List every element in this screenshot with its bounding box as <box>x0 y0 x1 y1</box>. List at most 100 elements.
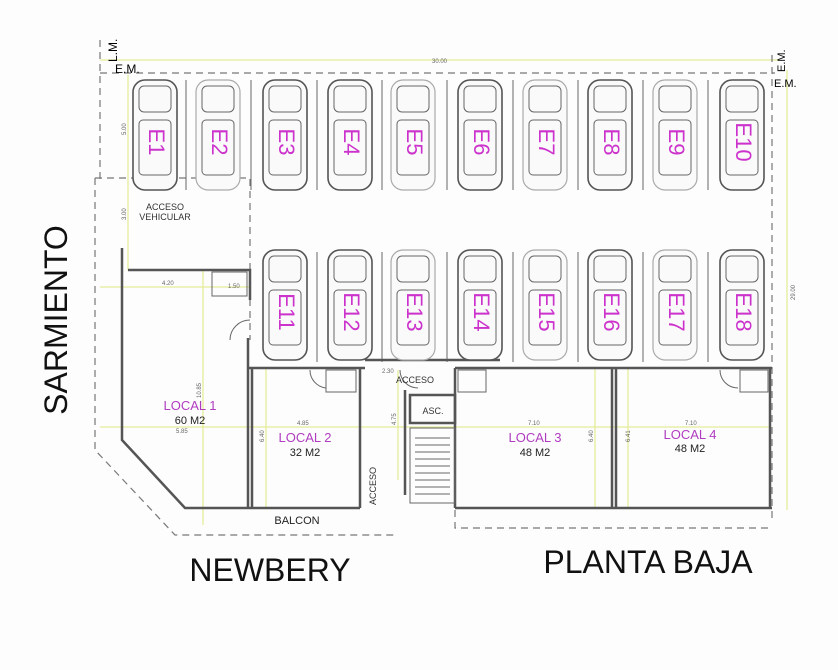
parking-space-label: E15 <box>534 292 559 331</box>
car-icon <box>132 79 178 191</box>
sidewalk-outline <box>94 178 395 536</box>
parking-space: E12 <box>327 249 373 361</box>
car-hood <box>528 85 562 113</box>
car-roof <box>463 119 497 176</box>
bathroom-local-1 <box>211 271 248 297</box>
local-3-area: 48 M2 <box>520 447 551 459</box>
car-hood <box>528 255 562 283</box>
car-roof <box>333 119 367 176</box>
parking-space-label: E17 <box>664 292 689 331</box>
car-hood <box>593 85 627 113</box>
vehicle-access-label-2: VEHICULAR <box>139 212 191 222</box>
balcony-label: BALCON <box>274 515 319 527</box>
car-hood <box>396 85 430 113</box>
car-icon <box>522 249 568 361</box>
dim-width: 30.00 <box>432 59 448 65</box>
parking-space: E6 <box>457 79 503 191</box>
car-roof <box>658 289 692 346</box>
car-roof <box>528 119 562 176</box>
parking-space: E2 <box>195 79 241 191</box>
dim-l2-d: 6.40 <box>260 430 266 442</box>
dim-access: 3.00 <box>122 208 128 220</box>
bathroom-local-2 <box>325 369 357 393</box>
car-hood <box>463 255 497 283</box>
car-icon <box>522 79 568 191</box>
parking-space-label: E12 <box>339 292 364 331</box>
car-hood <box>396 255 430 283</box>
car-hood <box>725 255 759 283</box>
parking-space-label: E3 <box>274 129 299 156</box>
car-roof <box>396 119 430 176</box>
local-3-name: LOCAL 3 <box>509 430 562 445</box>
dim-hall: 2.30 <box>382 369 394 375</box>
car-hood <box>333 255 367 283</box>
car-icon <box>652 249 698 361</box>
car-roof <box>333 289 367 346</box>
car-icon <box>262 249 308 361</box>
local-1-top-wall <box>128 268 252 300</box>
street-sarmiento: SARMIENTO <box>38 225 74 415</box>
car-icon <box>719 79 765 191</box>
dim-l1-w: 4.20 <box>162 281 174 287</box>
car-hood <box>463 85 497 113</box>
stall-separators <box>185 80 709 362</box>
dim-l1-w2: 5.85 <box>176 429 188 435</box>
car-roof <box>396 289 430 346</box>
car-hood <box>658 255 692 283</box>
car-roof <box>268 119 302 176</box>
elevator-shaft <box>408 393 457 425</box>
local-3-4-walls <box>455 366 772 510</box>
em-label-right-top: E.M. <box>776 49 788 72</box>
car-hood <box>268 85 302 113</box>
parking-space-label: E6 <box>469 129 494 156</box>
parking-space: E17 <box>652 249 698 361</box>
parking-space: E14 <box>457 249 503 361</box>
parking-space: E3 <box>262 79 308 191</box>
parking-space-label: E9 <box>664 129 689 156</box>
car-icon <box>262 79 308 191</box>
parking-space-label: E7 <box>534 129 559 156</box>
dim-l1-d: 10.85 <box>197 382 203 398</box>
car-hood <box>268 255 302 283</box>
bathroom-local-3 <box>457 369 487 393</box>
door-local-4 <box>719 369 739 389</box>
dim-l3-w: 7.10 <box>528 421 540 427</box>
parking-space: E15 <box>522 249 568 361</box>
local-4-name: LOCAL 4 <box>664 427 717 442</box>
parking-space: E4 <box>327 79 373 191</box>
dim-l4-d: 6.41 <box>626 430 632 442</box>
car-hood <box>138 85 172 113</box>
local-2-walls <box>248 366 365 510</box>
parking-space: E8 <box>587 79 633 191</box>
parking-space-label: E18 <box>731 292 756 331</box>
local-2-area: 32 M2 <box>290 447 321 459</box>
car-roof <box>201 119 235 176</box>
staircase <box>409 427 456 504</box>
parking-space-label: E1 <box>144 129 169 156</box>
car-icon <box>327 249 373 361</box>
parking-space: E1 <box>132 79 178 191</box>
car-icon <box>587 249 633 361</box>
stair-steps <box>415 437 450 495</box>
local-2-name: LOCAL 2 <box>279 430 332 445</box>
local-4-area: 48 M2 <box>675 443 706 455</box>
access-label: ACCESO <box>396 375 434 385</box>
dim-bath: 1.50 <box>228 284 240 290</box>
parking-space-label: E2 <box>207 129 232 156</box>
sidewalk-outline-right <box>454 510 772 529</box>
car-icon <box>327 79 373 191</box>
car-roof <box>725 289 759 346</box>
car-icon <box>390 249 436 361</box>
parking-space: E10 <box>719 79 765 191</box>
car-hood <box>658 85 692 113</box>
parking-space: E16 <box>587 249 633 361</box>
parking-space-label: E8 <box>599 129 624 156</box>
parking-space: E18 <box>719 249 765 361</box>
vehicle-access-label: ACCESO <box>146 202 184 212</box>
car-icon <box>195 79 241 191</box>
lm-label: L.M. <box>106 39 120 62</box>
parking-space-label: E13 <box>402 292 427 331</box>
car-roof <box>593 119 627 176</box>
